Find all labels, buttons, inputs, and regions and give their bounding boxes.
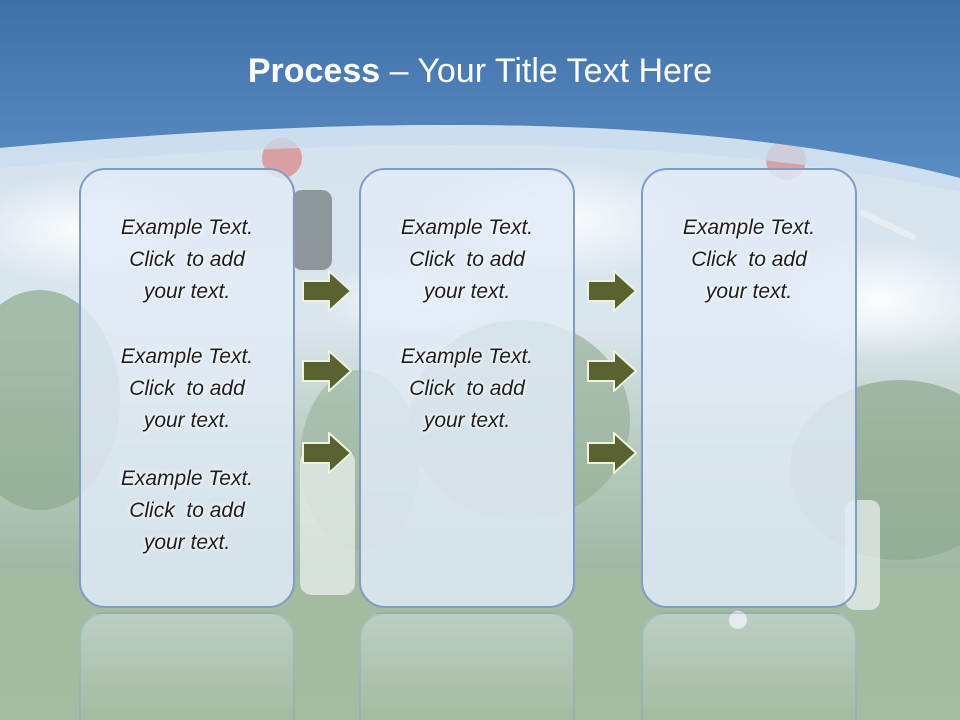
text-line: Click to add [691, 248, 807, 271]
slide-title[interactable]: Process – Your Title Text Here [0, 52, 960, 91]
right-arrow-icon [587, 270, 637, 312]
text-line: Example Text. [400, 216, 534, 239]
box-reflection [641, 612, 857, 720]
text-line: Click to add [129, 499, 245, 522]
process-box-1[interactable]: Example Text. Click to add your text. Ex… [79, 168, 295, 608]
text-placeholder[interactable]: Example Text. Click to add your text. [361, 212, 573, 308]
text-line: Example Text. [682, 216, 816, 239]
right-arrow-icon [302, 350, 352, 392]
process-box-2[interactable]: Example Text. Click to add your text. Ex… [359, 168, 575, 608]
text-line: your text. [423, 280, 511, 303]
box-reflection [359, 612, 575, 720]
text-placeholder[interactable]: Example Text. Click to add your text. [81, 463, 293, 559]
text-line: Click to add [129, 377, 245, 400]
text-line: Click to add [409, 248, 525, 271]
text-line: your text. [143, 280, 231, 303]
right-arrow-icon [302, 432, 352, 474]
text-line: Example Text. [120, 345, 254, 368]
title-rest-part: – Your Title Text Here [380, 52, 713, 90]
text-line: your text. [143, 531, 231, 554]
text-line: Click to add [129, 248, 245, 271]
text-placeholder[interactable]: Example Text. Click to add your text. [81, 212, 293, 308]
right-arrow-icon [587, 350, 637, 392]
text-line: your text. [423, 409, 511, 432]
title-bold-part: Process [247, 52, 381, 90]
text-line: your text. [143, 409, 231, 432]
box-reflection [79, 612, 295, 720]
text-line: Example Text. [400, 345, 534, 368]
process-box-3[interactable]: Example Text. Click to add your text. [641, 168, 857, 608]
text-line: Click to add [409, 377, 525, 400]
right-arrow-icon [587, 432, 637, 474]
text-line: Example Text. [120, 216, 254, 239]
text-line: your text. [705, 280, 793, 303]
right-arrow-icon [302, 270, 352, 312]
text-placeholder[interactable]: Example Text. Click to add your text. [361, 341, 573, 437]
text-line: Example Text. [120, 467, 254, 490]
text-placeholder[interactable]: Example Text. Click to add your text. [81, 341, 293, 437]
text-placeholder[interactable]: Example Text. Click to add your text. [643, 212, 855, 308]
